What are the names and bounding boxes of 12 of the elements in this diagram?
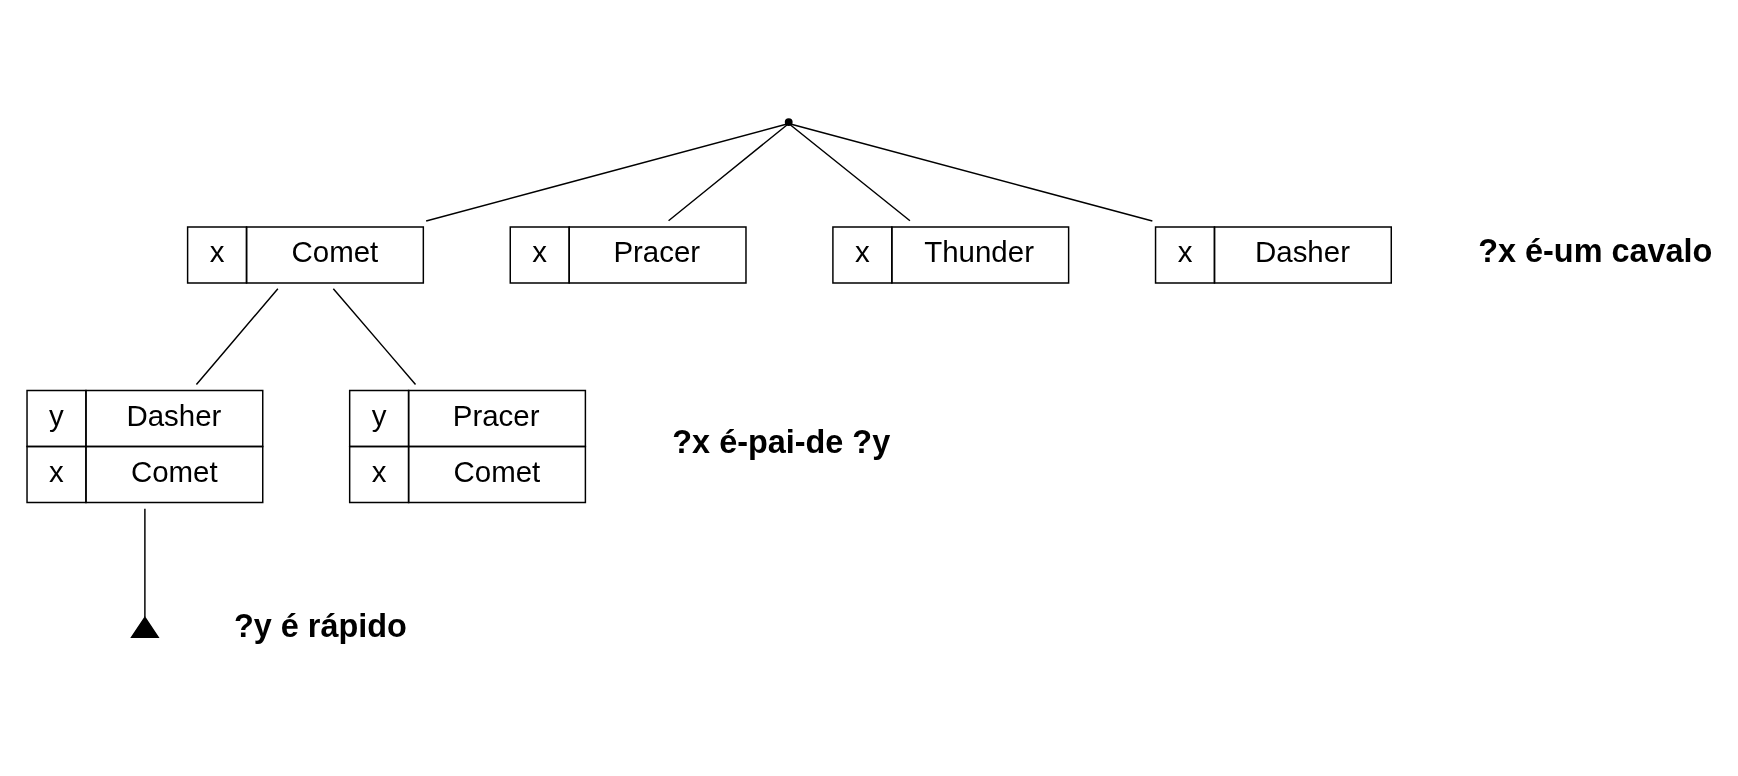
connector	[332, 288, 417, 386]
connector	[144, 508, 146, 618]
label: ?x é-um cavalo	[1478, 232, 1713, 269]
label: ?x é-pai-de ?y	[672, 424, 891, 461]
connector	[667, 124, 788, 222]
connector	[789, 124, 911, 222]
connector	[425, 123, 787, 222]
node-point	[784, 118, 793, 126]
node-picture	[130, 616, 160, 638]
connector	[195, 288, 279, 386]
connector	[790, 123, 1154, 222]
label: ?y é rápido	[234, 608, 407, 645]
